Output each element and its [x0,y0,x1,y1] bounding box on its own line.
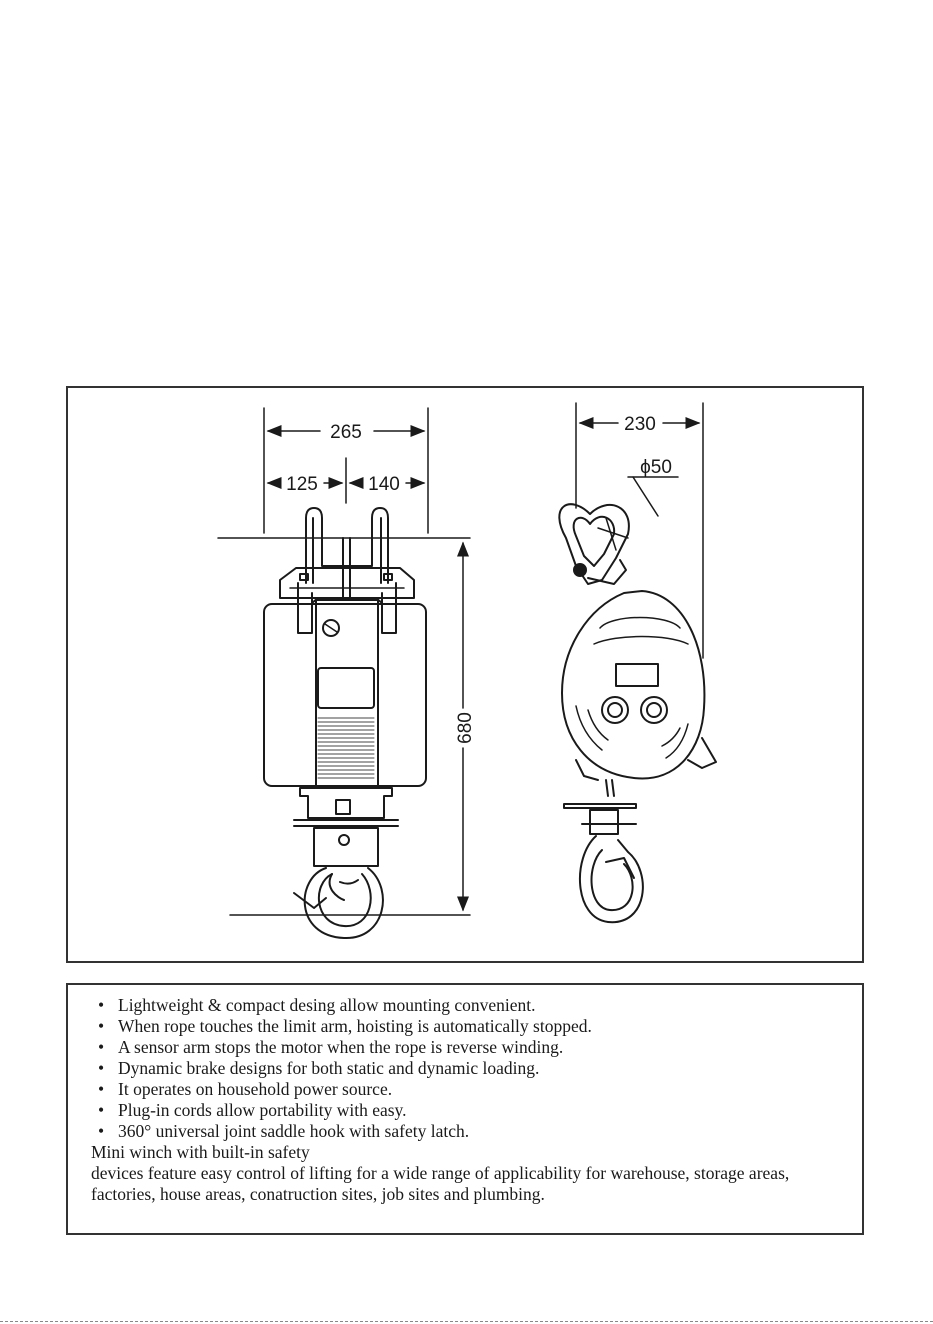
side-view: 230 ϕ50 [558,402,717,924]
feature-item: Dynamic brake designs for both static an… [94,1058,862,1079]
feature-item: Plug-in cords allow portability with eas… [94,1100,862,1121]
description-line-2: devices feature easy control of lifting … [91,1163,790,1204]
feature-item: A sensor arm stops the motor when the ro… [94,1037,862,1058]
dim-hook-diameter: ϕ50 [640,457,672,478]
feature-item: 360° universal joint saddle hook with sa… [94,1121,862,1142]
dim-height: 680 [455,712,476,744]
feature-list: Lightweight & compact desing allow mount… [68,995,862,1142]
hoist-drawing: 265 125 140 680 [217,402,717,940]
description-line-1: Mini winch with built-in safety [91,1142,310,1162]
feature-item: When rope touches the limit arm, hoistin… [94,1016,862,1037]
page-bottom-divider [0,1321,933,1322]
dim-overall-width: 265 [330,422,362,443]
front-view: 265 125 140 680 [217,407,476,940]
feature-item: Lightweight & compact desing allow mount… [94,995,862,1016]
technical-drawing-frame: 265 125 140 680 [66,386,864,963]
dim-depth: 230 [624,414,656,435]
feature-text-box: Lightweight & compact desing allow mount… [66,983,864,1235]
dim-right-width: 140 [368,474,400,495]
dim-left-width: 125 [286,474,318,495]
feature-item: It operates on household power source. [94,1079,862,1100]
